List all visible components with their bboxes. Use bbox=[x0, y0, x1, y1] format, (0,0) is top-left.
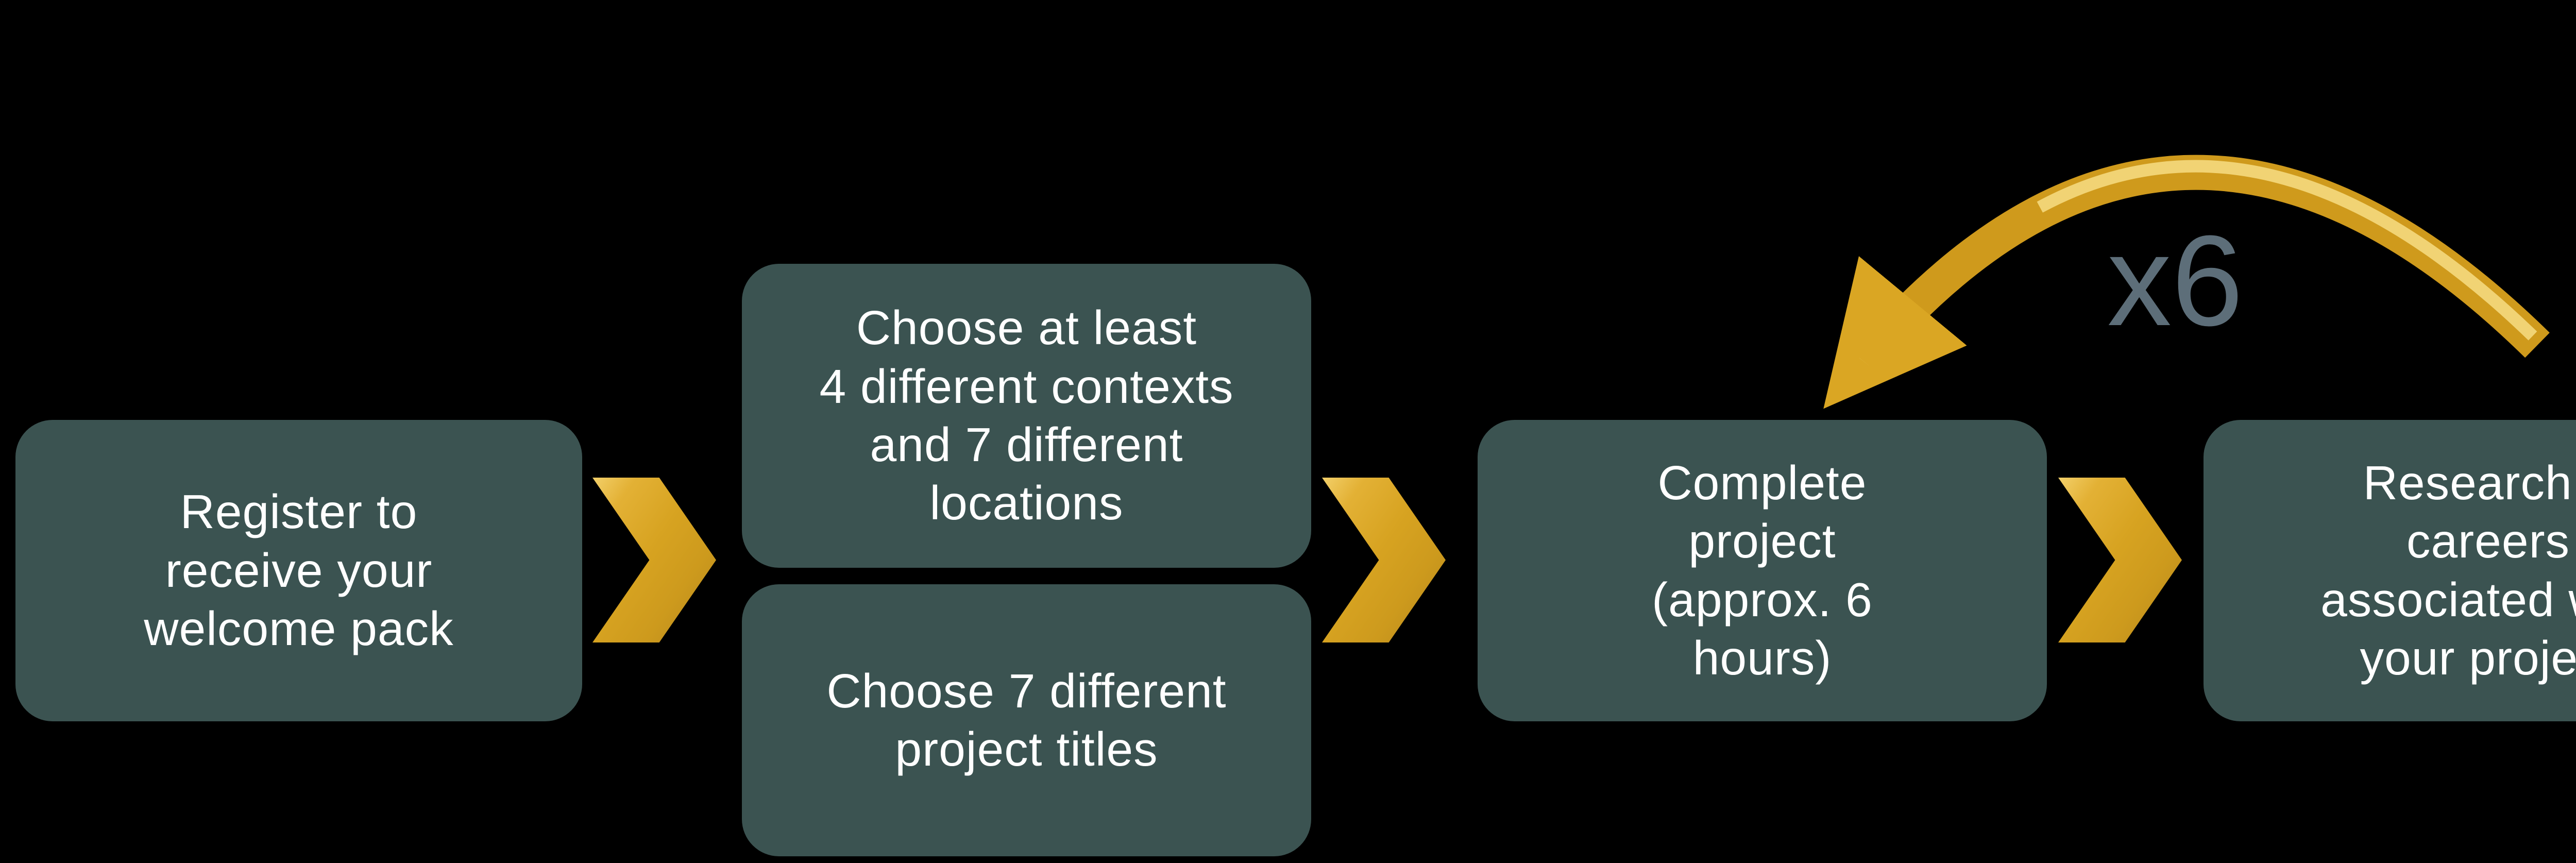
step-text-complete-project: Complete project (approx. 6 hours) bbox=[1652, 455, 1873, 685]
chevron-arrow-2 bbox=[1322, 478, 1446, 642]
loop-arrow-highlight bbox=[1859, 160, 2537, 366]
chevron-arrow-3 bbox=[2058, 478, 2182, 642]
loop-count-label: x6 bbox=[2107, 209, 2244, 352]
step-box-choose-contexts: Choose at least 4 different contexts and… bbox=[742, 264, 1311, 568]
step-text-research-careers: Research 2 careers associated with your … bbox=[2320, 455, 2576, 685]
step-box-choose-titles: Choose 7 different project titles bbox=[742, 584, 1311, 856]
step-box-complete-project: Complete project (approx. 6 hours) bbox=[1478, 420, 2047, 721]
step-text-register: Register to receive your welcome pack bbox=[144, 485, 454, 656]
step-text-choose-contexts: Choose at least 4 different contexts and… bbox=[819, 301, 1234, 530]
chevron-arrow-1 bbox=[592, 478, 716, 642]
step-box-research-careers: Research 2 careers associated with your … bbox=[2204, 420, 2576, 721]
repeat-loop-arrow bbox=[1823, 155, 2550, 409]
step-box-register: Register to receive your welcome pack bbox=[15, 420, 582, 721]
step-text-choose-titles: Choose 7 different project titles bbox=[826, 664, 1227, 776]
